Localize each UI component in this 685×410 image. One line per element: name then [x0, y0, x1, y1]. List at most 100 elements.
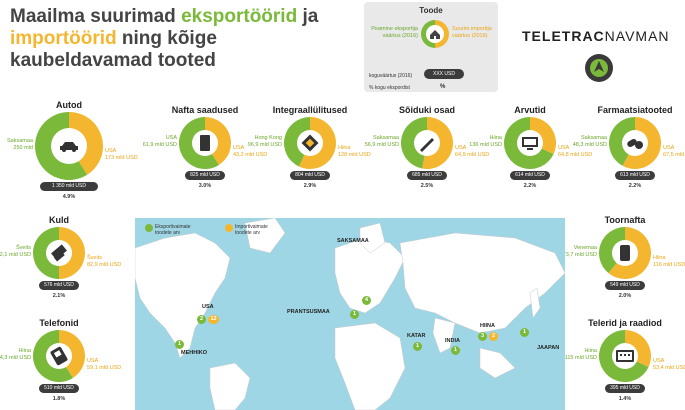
total-value: 614 mld USD: [510, 171, 550, 180]
product-name: Toornafta: [604, 215, 646, 225]
legend-title: Toode: [419, 6, 443, 15]
exporter-country: Hiina: [18, 348, 31, 354]
map-legend-export: Eksportivaimate toodete arv: [155, 224, 191, 236]
product-donut: [33, 227, 85, 279]
total-value: 804 mld USD: [290, 171, 330, 180]
total-value: 825 mld USD: [185, 171, 225, 180]
exporter-value: 96,9 mld USD: [247, 142, 282, 148]
pills-icon: [627, 139, 643, 149]
exporter-value: 56,9 mld USD: [364, 142, 399, 148]
pin-usa-export: 2: [197, 315, 206, 324]
pin-hiina-import: 2: [489, 332, 498, 341]
title-part: ning kõige kaubeldavamad tooted: [10, 28, 217, 71]
pin-mehhiko-export: 1: [175, 340, 184, 349]
product-name: Sõiduki osad: [398, 105, 455, 115]
title-importers: importöörid: [10, 28, 117, 49]
exporter-country: Saksamaa: [373, 135, 399, 141]
map-legend-import: Importivaimate toodete arv: [235, 224, 268, 236]
exporter-country: Hiina: [489, 135, 502, 141]
country-label-mehhiko: MEHHIKO: [181, 350, 207, 356]
export-share: 4.9%: [62, 194, 76, 200]
pin-katar-export: 1: [413, 342, 422, 351]
title-part: ja: [297, 6, 319, 27]
product-donut: [35, 112, 103, 180]
product-donut: [284, 117, 336, 169]
phone-icon: [50, 346, 68, 366]
gold-bar-icon: [51, 244, 67, 262]
importer-value: 82,9 mld USD: [87, 262, 122, 268]
product-name: Integraallülitused: [272, 105, 348, 115]
house-icon: [430, 30, 440, 39]
country-label-india: INDIA: [445, 338, 460, 344]
product-donut: [33, 330, 85, 382]
importer-country: USA: [653, 358, 665, 364]
product-name: Telerid ja raadiod: [588, 318, 662, 328]
importer-country: USA: [105, 148, 117, 154]
tv-icon: [616, 350, 634, 362]
export-share: 2.1%: [52, 293, 66, 299]
importer-value: 64,9 mld USD: [455, 152, 490, 158]
exporter-country: USA: [165, 135, 177, 141]
pin-usa-import: 12: [208, 315, 219, 324]
country-label-usa: USA: [202, 304, 214, 310]
importer-country: USA: [663, 145, 675, 151]
product-donut: [401, 117, 453, 169]
total-value: 395 mld USD: [605, 384, 645, 393]
title-exporters: eksportöörid: [181, 6, 298, 27]
product-donut: [179, 117, 231, 169]
product-donut: [599, 227, 651, 279]
exporter-country: Saksamaa: [7, 138, 33, 144]
country-label-jaapan: JAAPAN: [537, 345, 560, 351]
legend-total-label: koguväärtus (2016): [369, 73, 413, 79]
pin-india-export: 1: [451, 346, 460, 355]
importer-value: 53,4 mld USD: [653, 365, 685, 371]
product-name: Autod: [56, 100, 82, 110]
exporter-value: 73,7 mld USD: [562, 252, 597, 258]
total-value: 510 mld USD: [39, 384, 79, 393]
importer-value: 173 mld USD: [105, 155, 138, 161]
total-value: 576 mld USD: [39, 281, 79, 290]
importer-country: USA: [455, 145, 467, 151]
country-label-katar: KATAR: [407, 333, 426, 339]
export-share: 1.8%: [52, 396, 66, 402]
export-share: 2.2%: [523, 183, 537, 189]
importer-value: 67,5 mld USD: [663, 152, 685, 158]
importer-country: Hiina: [338, 145, 351, 151]
legend-box: Toode Peamine eksportija väärtus (2016) …: [364, 2, 498, 92]
legend-share-label: % kogu ekspordist: [369, 85, 410, 91]
importer-country: USA: [558, 145, 570, 151]
total-value: 549 mld USD: [605, 281, 645, 290]
country-label-hiina: HIINA: [480, 323, 495, 329]
total-value: 685 mld USD: [407, 171, 447, 180]
legend-share-value: %: [440, 84, 446, 90]
exporter-value: 136 mld USD: [469, 142, 502, 148]
importer-value: 59,1 mld USD: [87, 365, 122, 371]
legend-importer-label: Suurim importija väärtus (2016): [452, 26, 492, 39]
importer-country: USA: [87, 358, 99, 364]
export-share: 2.5%: [420, 183, 434, 189]
product-name: Kuld: [49, 215, 69, 225]
legend-export-dot: [145, 224, 153, 232]
importer-value: 43,2 mld USD: [233, 152, 268, 158]
world-map: Eksportivaimate toodete arv Importivaima…: [135, 218, 565, 410]
legend-total-value: XXX USD: [424, 69, 464, 79]
export-share-arc: [599, 227, 625, 274]
computer-icon: [522, 137, 538, 150]
exporter-country: Hong Kong: [254, 135, 282, 141]
export-share-arc: [401, 117, 427, 169]
legend-import-dot: [225, 224, 233, 232]
exporter-value: 82,1 mld USD: [0, 252, 31, 258]
exporter-value: 250 mld: [13, 145, 33, 151]
country-label-saksamaa: SAKSAMAA: [337, 238, 369, 244]
